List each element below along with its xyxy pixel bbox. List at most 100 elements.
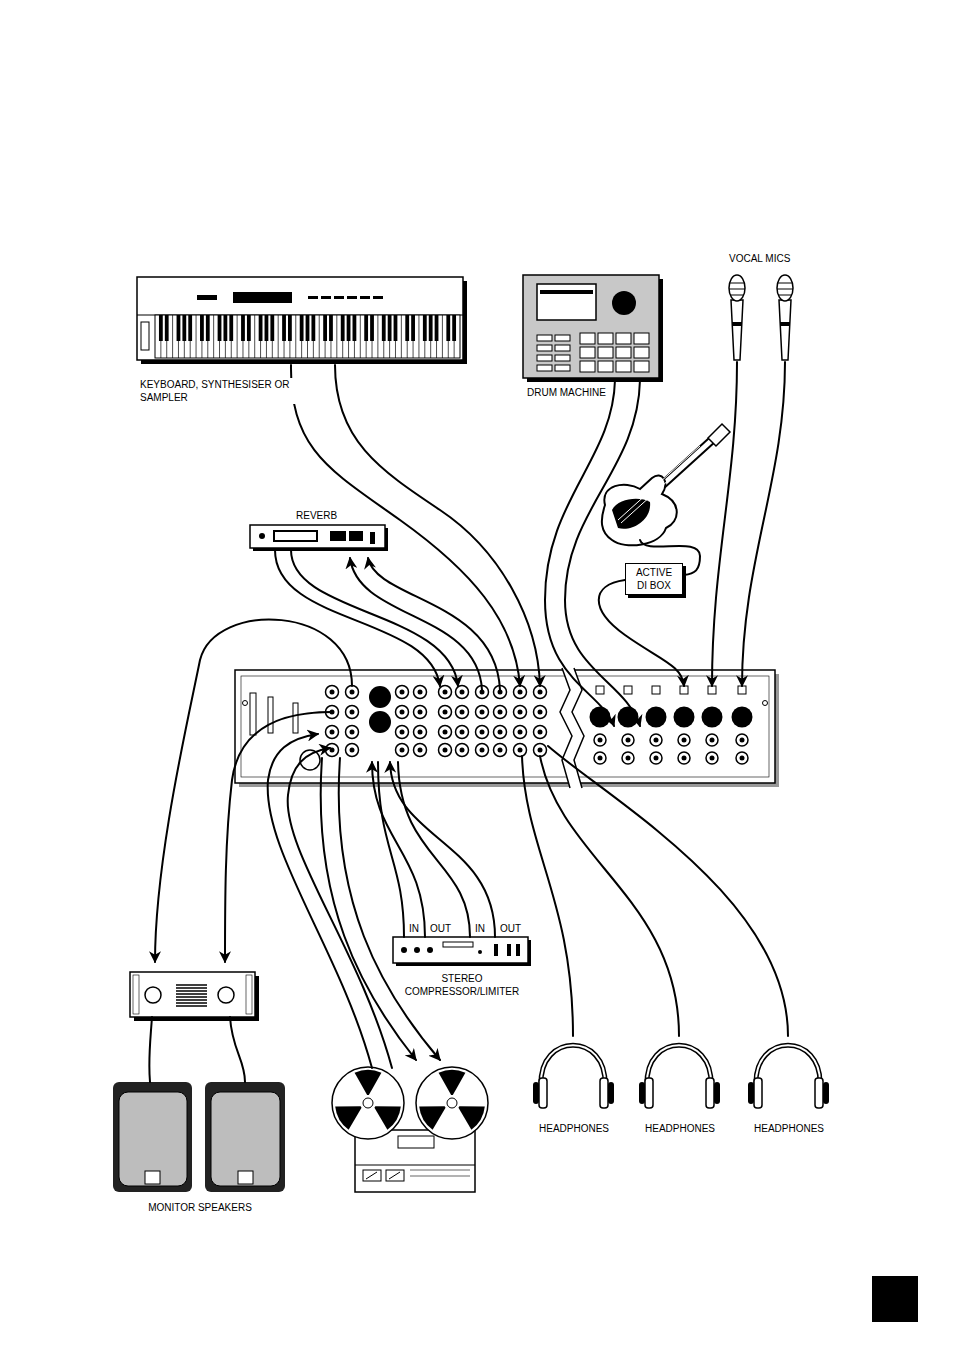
piano-keys	[288, 315, 292, 341]
jack-sockets	[494, 726, 507, 739]
reverb-unit	[250, 525, 388, 551]
jack-sockets	[706, 734, 718, 746]
reverb-unit	[370, 532, 375, 544]
mixing-desk	[560, 668, 572, 788]
jack-sockets	[460, 690, 465, 695]
piano-keys	[353, 315, 357, 341]
compressor-unit	[507, 944, 511, 956]
keyboard-unit	[137, 277, 467, 364]
jack-sockets	[498, 710, 503, 715]
jack-sockets	[414, 744, 427, 757]
cable	[335, 365, 540, 686]
monitor-speakers: MONITOR SPEAKERS	[108, 1078, 294, 1218]
keyboard-unit	[334, 296, 344, 299]
cable	[372, 762, 425, 937]
keyboard-unit	[233, 292, 292, 303]
piano-keys	[182, 315, 186, 341]
piano-keys	[237, 315, 238, 358]
jack-sockets	[518, 748, 523, 753]
mixing-desk	[369, 686, 391, 708]
monitor-speaker	[119, 1092, 187, 1186]
jack-sockets	[626, 756, 631, 761]
jack-sockets	[456, 744, 469, 757]
piano-keys	[259, 315, 263, 341]
jack-sockets	[418, 730, 423, 735]
jack-sockets	[534, 744, 547, 757]
microphone	[729, 275, 793, 360]
drum-pads	[555, 335, 570, 341]
jack-sockets	[350, 690, 355, 695]
jack-sockets	[732, 707, 753, 728]
drum-pads	[555, 365, 570, 371]
jack-sockets	[534, 706, 547, 719]
headphones	[639, 1045, 720, 1108]
headphones	[756, 1045, 820, 1085]
compressor-unit	[414, 947, 420, 953]
tape-reel	[355, 1070, 382, 1095]
headphones	[608, 1082, 614, 1104]
piano-keys	[435, 315, 439, 341]
headphones	[754, 1078, 762, 1108]
jack-sockets	[674, 707, 695, 728]
drum-pads	[634, 333, 649, 344]
jack-sockets	[494, 706, 507, 719]
jack-sockets	[514, 686, 527, 699]
jack-sockets	[400, 730, 405, 735]
piano-keys	[429, 315, 433, 341]
jack-sockets	[346, 706, 359, 719]
cable	[225, 712, 332, 962]
cable	[599, 580, 684, 686]
jack-sockets	[456, 686, 469, 699]
piano-keys	[188, 315, 192, 341]
headphones	[647, 1045, 711, 1085]
jack-sockets	[396, 706, 409, 719]
piano-keys	[165, 315, 169, 341]
port-label: IN	[474, 922, 486, 935]
piano-keys	[394, 315, 398, 341]
jack-sockets	[439, 744, 452, 757]
drum-pads	[537, 365, 552, 371]
mixing-desk	[763, 701, 768, 706]
drum-machine: DRUM MACHINE	[520, 272, 665, 402]
cable	[522, 756, 573, 1036]
headphones	[541, 1045, 605, 1085]
piano-keys	[319, 315, 320, 358]
piano-keys	[241, 315, 245, 341]
piano-keys	[423, 315, 427, 341]
drum-machine	[523, 275, 663, 382]
mixing-desk	[250, 693, 256, 735]
jack-sockets	[678, 734, 690, 746]
jack-sockets	[439, 686, 452, 699]
power-amplifier	[218, 987, 234, 1003]
monitor-speaker	[211, 1092, 280, 1186]
headphones	[645, 1078, 653, 1108]
jack-sockets	[443, 730, 448, 735]
keyboard-unit	[360, 296, 370, 299]
port-label: OUT	[499, 922, 522, 935]
piano-keys	[377, 315, 378, 358]
headphones	[533, 1082, 539, 1104]
piano-keys	[218, 315, 222, 341]
jack-sockets	[654, 756, 659, 761]
keyboard-unit	[321, 296, 331, 299]
monitor-speaker	[238, 1171, 253, 1184]
jack-sockets	[350, 730, 355, 735]
electric-guitar	[621, 449, 703, 523]
monitor-speaker	[205, 1082, 285, 1192]
piano-keys	[229, 315, 233, 341]
jack-sockets	[476, 726, 489, 739]
drum-pads	[537, 333, 649, 372]
cable	[321, 758, 416, 1060]
jack-sockets	[624, 686, 632, 694]
jack-sockets	[518, 690, 523, 695]
jack-sockets	[498, 730, 503, 735]
cable	[545, 380, 615, 726]
jack-sockets	[518, 710, 523, 715]
jack-sockets	[480, 710, 485, 715]
electric-guitar	[618, 446, 700, 520]
drum-pads	[634, 361, 649, 372]
jack-sockets	[460, 730, 465, 735]
